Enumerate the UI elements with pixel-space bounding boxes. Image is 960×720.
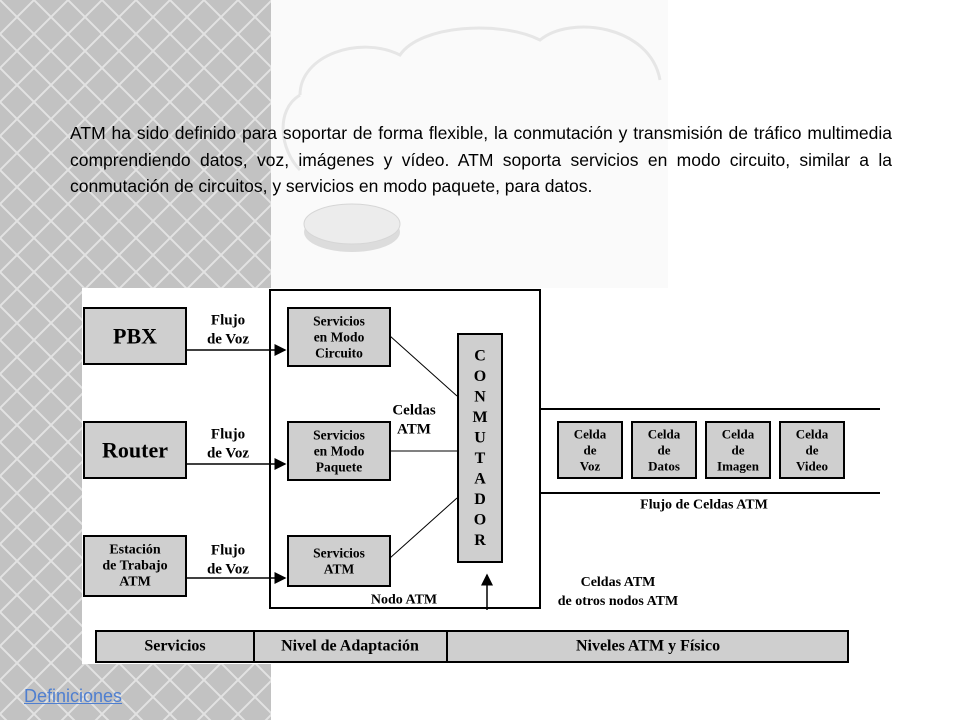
cell-label: Datos [648, 459, 680, 474]
service-label: Servicios [313, 546, 365, 561]
source-label: Router [102, 438, 168, 463]
service-label: en Modo [314, 444, 365, 459]
source-box-workstation [83, 535, 187, 597]
definitions-link[interactable]: Definiciones [24, 686, 123, 706]
flow-label: Flujo [211, 427, 245, 443]
cell-label: de [732, 443, 745, 458]
flow-label: de Voz [207, 562, 249, 578]
cell-box-image [705, 421, 771, 479]
service-label: en Modo [314, 330, 365, 345]
cell-label: Voz [580, 459, 601, 474]
cell-box-voice [557, 421, 623, 479]
celdas-atm-label: Celdas [392, 403, 436, 419]
source-label: ATM [119, 575, 151, 590]
bottom-bar-label: Nivel de Adaptación [281, 638, 419, 655]
cell-label: Celda [574, 427, 607, 442]
bottom-bar-label: Servicios [144, 638, 205, 655]
flow-label: de Voz [207, 446, 249, 462]
service-label: ATM [324, 562, 355, 577]
cell-label: Video [796, 459, 828, 474]
switch-letter: C [474, 348, 486, 365]
flow-label: de Voz [207, 332, 249, 348]
cell-label: de [806, 443, 819, 458]
cell-label: Imagen [717, 459, 760, 474]
cell-label: Celda [722, 427, 755, 442]
bottom-bar-label: Niveles ATM y Físico [576, 638, 720, 655]
service-label: Paquete [316, 460, 363, 475]
switch-letter: N [474, 389, 486, 406]
bottom-bar [95, 630, 849, 663]
atm-node-frame [269, 289, 541, 609]
switch-letter: U [474, 430, 486, 447]
switch-letter: M [472, 409, 487, 426]
service-box-atm [287, 535, 391, 587]
service-label: Servicios [313, 314, 365, 329]
switch-letter: R [474, 532, 486, 549]
source-label: Estación [109, 543, 161, 558]
cell-label: de [584, 443, 597, 458]
switch-letter: T [475, 450, 486, 467]
other-nodes-label: Celdas ATM [581, 575, 656, 590]
router-watermark [303, 203, 401, 252]
source-label: de Trabajo [102, 559, 167, 574]
source-label: PBX [113, 324, 157, 349]
switch-box [457, 333, 503, 563]
switch-letter: O [474, 368, 486, 385]
flow-label: Flujo [211, 313, 245, 329]
service-label: Circuito [315, 346, 363, 361]
flow-label: Flujo [211, 543, 245, 559]
other-nodes-label: de otros nodos ATM [558, 594, 678, 609]
switch-letter: A [474, 471, 486, 488]
service-label: Servicios [313, 428, 365, 443]
nodo-atm-label: Nodo ATM [371, 593, 437, 608]
switch-letter: D [474, 491, 486, 508]
service-link-1 [389, 335, 458, 397]
cell-label: Celda [796, 427, 829, 442]
source-box-pbx [83, 307, 187, 365]
switch-letter: O [474, 512, 486, 529]
description-paragraph: ATM ha sido definido para soportar de fo… [70, 123, 892, 196]
cell-label: de [658, 443, 671, 458]
cell-label: Celda [648, 427, 681, 442]
source-box-router [83, 421, 187, 479]
cloud-watermark [281, 25, 662, 172]
cell-box-video [779, 421, 845, 479]
cell-stream-label: Flujo de Celdas ATM [640, 498, 768, 513]
service-box-circuit [287, 307, 391, 367]
cell-box-data [631, 421, 697, 479]
service-link-3 [389, 497, 458, 559]
celdas-atm-label: ATM [397, 422, 431, 438]
